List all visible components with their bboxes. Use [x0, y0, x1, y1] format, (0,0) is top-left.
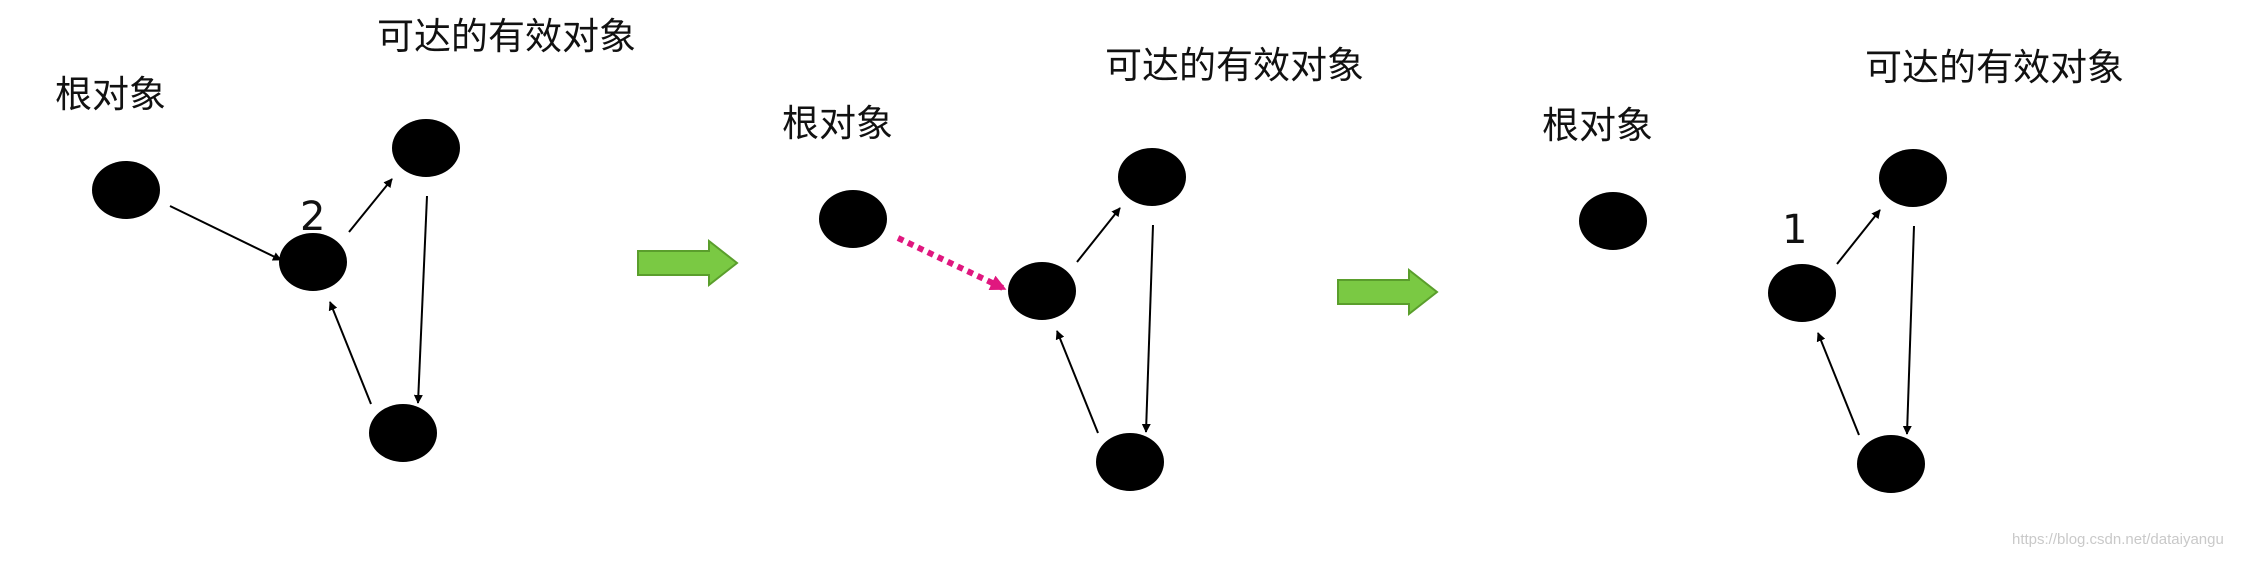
- object-node-c: [1096, 433, 1164, 491]
- root-reference-edge: [169, 205, 282, 261]
- object-node-b: [1879, 149, 1947, 207]
- reference-count-label: 1: [1782, 207, 1807, 253]
- reference-edge-a-to-b: [1076, 207, 1121, 263]
- panel-2: 根对象 可达的有效对象: [782, 44, 1364, 491]
- object-node-a: [279, 233, 347, 291]
- right-arrow-icon: [637, 238, 739, 288]
- removed-reference-edge: [896, 235, 1007, 292]
- reachable-objects-label: 可达的有效对象: [1865, 46, 2124, 89]
- root-node: [819, 190, 887, 248]
- reference-edge-b-to-c: [1141, 224, 1154, 433]
- object-node-a: [1008, 262, 1076, 320]
- reference-edge-a-to-b: [348, 178, 393, 233]
- right-arrow-icon: [1337, 267, 1439, 317]
- root-object-label: 根对象: [782, 102, 893, 145]
- reachable-objects-label: 可达的有效对象: [1105, 44, 1364, 87]
- reference-edge-c-to-a: [1816, 332, 1860, 436]
- object-node-c: [369, 404, 437, 462]
- root-object-label: 根对象: [1542, 104, 1653, 147]
- reachable-objects-label: 可达的有效对象: [377, 15, 636, 58]
- reference-edge-b-to-c: [413, 195, 428, 404]
- root-node: [1579, 192, 1647, 250]
- object-node-c: [1857, 435, 1925, 493]
- watermark: https://blog.csdn.net/dataiyangu: [2012, 531, 2224, 548]
- object-node-b: [392, 119, 460, 177]
- panel-3: 根对象 可达的有效对象 1: [1542, 46, 2124, 493]
- reference-edge-a-to-b: [1836, 209, 1881, 265]
- reference-count-label: 2: [300, 194, 325, 240]
- reference-edge-c-to-a: [1055, 330, 1099, 434]
- reference-edge-c-to-a: [328, 301, 372, 405]
- object-node-a: [1768, 264, 1836, 322]
- panel-1: 根对象 可达的有效对象 2: [55, 15, 636, 462]
- object-node-b: [1118, 148, 1186, 206]
- root-node: [92, 161, 160, 219]
- reference-edge-b-to-c: [1902, 225, 1915, 435]
- root-object-label: 根对象: [55, 73, 166, 116]
